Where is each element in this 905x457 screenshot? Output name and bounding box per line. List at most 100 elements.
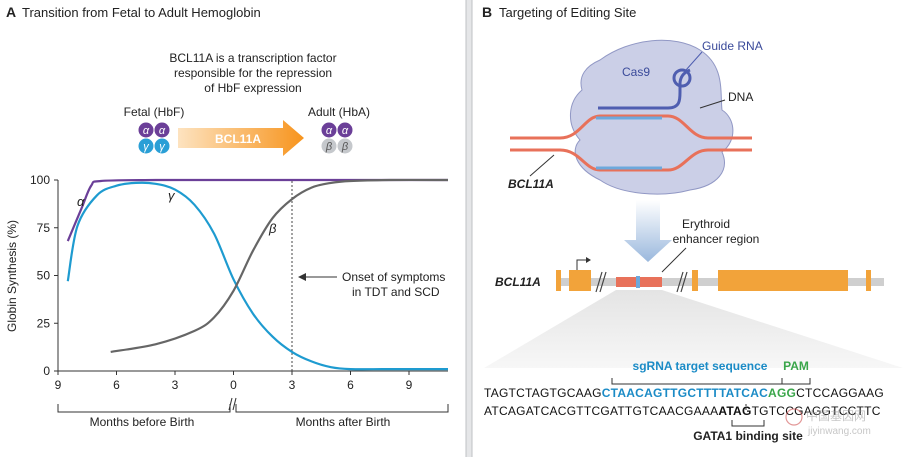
panel-b-title: Targeting of Editing Site	[499, 5, 636, 20]
sequence-top-strand: TAGTCTAGTGCAAGCTAACAGTTGCTTTTATCACAGGCTC…	[484, 386, 884, 400]
alpha-glyph: α	[326, 125, 333, 137]
bcl11a-arrow-label: BCL11A	[215, 132, 261, 146]
gamma-glyph: γ	[159, 141, 166, 153]
period-brackets: Months before Birth Months after Birth	[57, 397, 449, 429]
alpha-glyph: α	[342, 125, 349, 137]
transcription-start-icon	[576, 259, 589, 270]
watermark-logo-icon	[785, 408, 803, 426]
onset-annotation: Onset of symptoms in TDT and SCD	[298, 270, 445, 299]
x-tick-label: 3	[172, 378, 179, 392]
description-line-2: responsible for the repression	[174, 66, 332, 80]
exon-block	[866, 270, 871, 291]
edit-site-marker	[636, 276, 640, 288]
seq-top-target: CTAACAGTTGCTTTTATCAC	[602, 386, 768, 400]
y-axis-label: Globin Synthesis (%)	[5, 220, 19, 332]
adult-hemoglobin-icon: α α β β	[321, 122, 353, 154]
guide-rna-label: Guide RNA	[702, 39, 763, 53]
alpha-subunit-icon	[337, 122, 353, 138]
beta-glyph: β	[325, 141, 333, 153]
y-tick-label: 0	[43, 364, 50, 378]
beta-subunit-icon	[337, 138, 353, 154]
x-tick-label: 0	[230, 378, 237, 392]
gata1-label: GATA1 binding site	[693, 429, 803, 443]
dna-label: DNA	[728, 90, 753, 104]
adult-label: Adult (HbA)	[308, 105, 370, 119]
alpha-subunit-icon	[138, 122, 154, 138]
onset-label-line-2: in TDT and SCD	[352, 285, 440, 299]
months-before-birth-label: Months before Birth	[90, 415, 195, 429]
description-line-3: of HbF expression	[204, 81, 301, 95]
cas9-label: Cas9	[622, 65, 650, 79]
chart-series	[66, 178, 449, 371]
gata1-bracket	[731, 420, 765, 427]
y-tick-label: 50	[37, 269, 51, 283]
alpha-subunit-icon	[321, 122, 337, 138]
exon-block	[569, 270, 591, 291]
alpha-glyph: α	[143, 125, 150, 137]
pam-bracket	[781, 378, 811, 385]
watermark-text: 中国基因网	[806, 408, 866, 423]
gamma-glyph: γ	[143, 141, 150, 153]
watermark: 中国基因网 jiyinwang.com	[785, 408, 871, 437]
chart-ticks: 0 25 50 75 100 9 6 3 0 3 6 9	[30, 173, 413, 392]
seq-top-suffix: CTCCAGGAAG	[796, 386, 884, 400]
months-after-birth-label: Months after Birth	[296, 415, 391, 429]
gamma-subunit-icon	[154, 138, 170, 154]
panel-a: A Transition from Fetal to Adult Hemoglo…	[5, 4, 449, 429]
guide-rna-strand	[598, 68, 691, 110]
sequence-bottom-strand: ATCAGATCACGTTCGATTGTCAACGAAAATAGTGTCCGAG…	[484, 404, 881, 418]
arrow-down-icon	[624, 200, 672, 262]
beta-series-label: β	[268, 221, 277, 236]
seq-top-prefix: TAGTCTAGTGCAAG	[484, 386, 602, 400]
seq-bottom-prefix: ATCAGATCACGTTCGATTGTCAACGAAA	[484, 404, 718, 418]
pam-label: PAM	[783, 359, 809, 373]
sgrna-bracket	[611, 378, 783, 385]
sgrna-target-label: sgRNA target sequence	[633, 359, 768, 373]
enhancer-label-line-2: enhancer region	[673, 232, 760, 246]
seq-top-pam: AGG	[768, 386, 796, 400]
enhancer-label-line-1: Erythroid	[682, 217, 730, 231]
bcl11a-gene-map: BCL11A	[495, 257, 884, 293]
x-tick-label: 6	[113, 378, 120, 392]
panel-a-title: Transition from Fetal to Adult Hemoglobi…	[22, 5, 261, 20]
guide-rna-loop-icon	[672, 68, 692, 88]
fetal-hemoglobin-icon: α α γ γ	[138, 122, 170, 154]
panel-divider	[466, 0, 472, 457]
alpha-series-line	[66, 178, 448, 242]
description-line-1: BCL11A is a transcription factor	[169, 51, 336, 65]
alpha-subunit-icon	[154, 122, 170, 138]
seq-bottom-gata1: ATAG	[718, 404, 751, 418]
x-tick-label: 6	[347, 378, 354, 392]
beta-subunit-icon	[321, 138, 337, 154]
gamma-subunit-icon	[138, 138, 154, 154]
zoom-fan	[484, 290, 903, 368]
panel-b: B Targeting of Editing Site Cas9 Guide R…	[482, 4, 903, 443]
gamma-series-label: γ	[168, 188, 176, 203]
alpha-glyph: α	[159, 125, 166, 137]
x-tick-label: 3	[289, 378, 296, 392]
gamma-series-line	[66, 181, 448, 371]
x-tick-label: 9	[55, 378, 62, 392]
bcl11a-arrow: BCL11A	[178, 120, 304, 156]
arrow-left-icon	[298, 273, 306, 281]
y-tick-label: 25	[37, 316, 51, 330]
alpha-series-label: α	[77, 194, 85, 209]
beta-glyph: β	[341, 141, 349, 153]
y-tick-label: 100	[30, 173, 50, 187]
x-tick-label: 9	[406, 378, 413, 392]
beta-series-line	[110, 178, 449, 353]
bcl11a-gene-label: BCL11A	[495, 275, 541, 289]
onset-label-line-1: Onset of symptoms	[342, 270, 445, 284]
exon-block	[692, 270, 698, 291]
exon-block	[718, 270, 848, 291]
dna-double-helix: DNA BCL11A	[508, 90, 753, 191]
fetal-label: Fetal (HbF)	[124, 105, 185, 119]
watermark-url: jiyinwang.com	[807, 426, 871, 437]
globin-chart: 0 25 50 75 100 9 6 3 0 3 6 9 Globin Synthesis (%) α…	[5, 173, 449, 429]
panel-a-letter: A	[6, 4, 16, 20]
y-tick-label: 75	[37, 221, 51, 235]
panel-b-letter: B	[482, 4, 492, 20]
seq-bottom-suffix: TGTCCGAGGTCCTTC	[752, 404, 881, 418]
bcl11a-locus-label: BCL11A	[508, 177, 554, 191]
